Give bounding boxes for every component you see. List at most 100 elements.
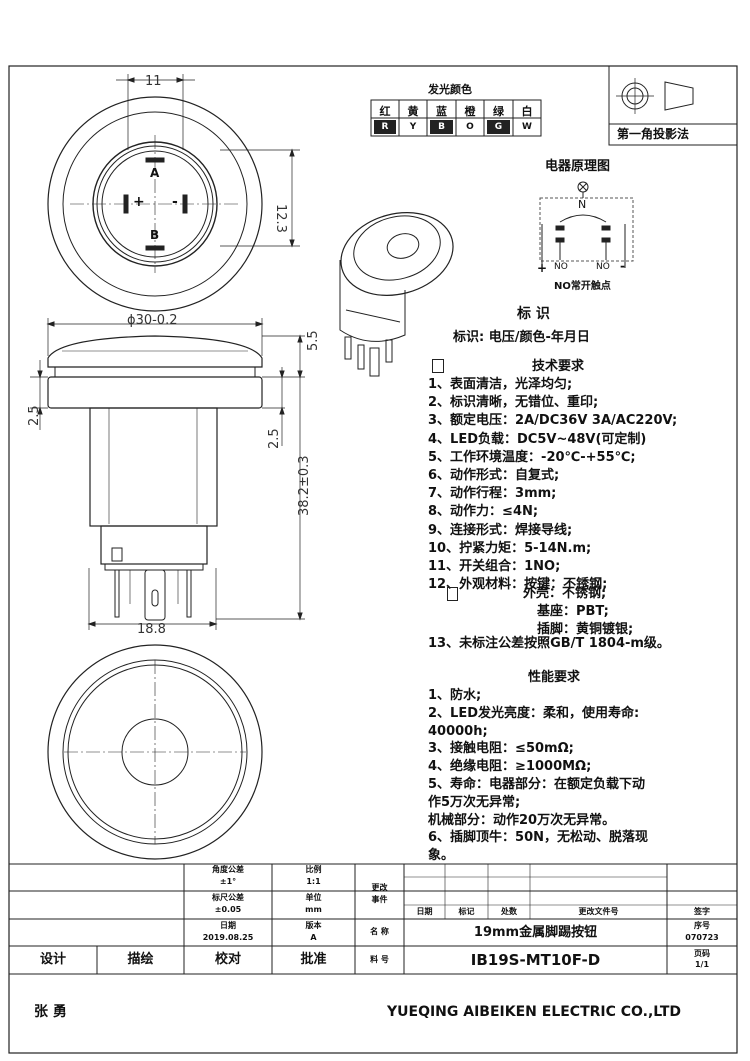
dim-2-5-left: 2.5 bbox=[27, 405, 42, 426]
tech-item: 3、额定电压：2A/DC36V 3A/AC220V; bbox=[428, 413, 678, 429]
schematic-no-right: NO bbox=[596, 262, 610, 272]
dim-18-8: 18.8 bbox=[137, 622, 166, 637]
bottom-view bbox=[47, 644, 263, 860]
scale-value: 1:1 bbox=[306, 877, 321, 886]
draw-label: 描绘 bbox=[127, 952, 154, 967]
size-tol-value: ±0.05 bbox=[214, 905, 242, 914]
dim-30: ϕ30-0.2 bbox=[127, 313, 178, 328]
color-code: B bbox=[430, 120, 453, 134]
perf-item: 3、接触电阻：≤50mΩ; bbox=[428, 741, 574, 757]
tech-item: 9、连接形式：焊接导线; bbox=[428, 522, 573, 538]
perf-item: 40000h; bbox=[428, 723, 488, 739]
schematic-caption: NO常开触点 bbox=[554, 281, 611, 292]
color-code: G bbox=[487, 120, 510, 134]
color-name: 白 bbox=[521, 105, 533, 118]
perf-item: 机械部分：动作20万次无异常。 bbox=[428, 812, 616, 828]
perf-item: 象。 bbox=[428, 848, 455, 864]
version-label: 版本 bbox=[305, 921, 322, 930]
date-value: 2019.08.25 bbox=[202, 933, 254, 942]
tech-heading: 技术要求 bbox=[532, 359, 585, 374]
unit-label: 单位 bbox=[305, 893, 322, 902]
serial-value: 070723 bbox=[685, 933, 719, 942]
title-block-grid bbox=[9, 863, 737, 1054]
date-label: 日期 bbox=[220, 921, 236, 930]
material-item: 插脚：黄铜镀银; bbox=[537, 622, 634, 637]
proof-label: 校对 bbox=[214, 952, 241, 967]
page-value: 1/1 bbox=[694, 960, 710, 969]
material-item: 外壳：不锈钢; bbox=[523, 586, 607, 601]
checkbox-icon bbox=[432, 359, 444, 373]
iso-view bbox=[339, 212, 454, 377]
perf-item: 4、绝缘电阻：≥1000MΩ; bbox=[428, 759, 592, 775]
color-table-grid bbox=[370, 99, 542, 137]
angle-tol-label: 角度公差 bbox=[212, 865, 244, 874]
color-code: R bbox=[374, 120, 396, 134]
perf-item: 6、插脚顶牛：50N，无松动、脱落现 bbox=[428, 830, 649, 846]
scale-label: 比例 bbox=[305, 865, 322, 874]
tech-item: 12、外观材料：按键：不锈钢; bbox=[428, 577, 608, 593]
name-label: 名 称 bbox=[370, 927, 389, 936]
color-code: Y bbox=[409, 122, 417, 132]
version-value: A bbox=[310, 933, 317, 942]
perf-item: 2、LED发光亮度：柔和，使用寿命: bbox=[428, 705, 640, 721]
dim-38-2: 38.2±0.3 bbox=[297, 455, 312, 516]
tech-item: 6、动作形式：自复式; bbox=[428, 468, 560, 483]
page-label: 页码 bbox=[694, 949, 710, 958]
revision-column-label: 处数 bbox=[501, 907, 517, 916]
unit-value: mm bbox=[305, 905, 322, 914]
part-number: IB19S-MT10F-D bbox=[470, 951, 601, 969]
dim-11: 11 bbox=[145, 74, 162, 89]
terminal-plus-label: + bbox=[133, 194, 145, 210]
change-label: 更改 事件 bbox=[371, 883, 388, 904]
company-name: YUEQING AIBEIKEN ELECTRIC CO.,LTD bbox=[387, 1004, 682, 1020]
revision-column-label: 更改文件号 bbox=[578, 907, 619, 916]
tech-item: 1、表面清洁，光泽均匀; bbox=[428, 377, 573, 392]
perf-heading: 性能要求 bbox=[528, 670, 581, 685]
tech-item: 4、LED负载：DC5V~48V(可定制) bbox=[428, 431, 647, 447]
marking-heading: 标 识 bbox=[517, 306, 550, 322]
projection-label: 第一角投影法 bbox=[617, 127, 690, 141]
revision-column-label: 日期 bbox=[416, 907, 433, 916]
size-tol-label: 标尺公差 bbox=[212, 893, 244, 902]
perf-item: 1、防水; bbox=[428, 688, 482, 703]
schematic-n-label: N bbox=[578, 198, 587, 211]
approve-label: 批准 bbox=[300, 952, 327, 967]
color-name: 红 bbox=[379, 105, 391, 118]
color-table-title: 发光颜色 bbox=[428, 83, 472, 96]
circuit-schematic bbox=[539, 181, 634, 268]
revision-column-label: 标记 bbox=[458, 907, 475, 916]
color-code: W bbox=[522, 122, 532, 132]
schematic-plus: + bbox=[537, 261, 548, 275]
tech-item-13: 13、未标注公差按照GB/T 1804-m级。 bbox=[428, 636, 670, 651]
designer-name: 张 勇 bbox=[34, 1004, 67, 1020]
top-view bbox=[47, 74, 300, 312]
tech-item: 8、动作力：≤4N; bbox=[428, 504, 539, 520]
tech-item: 7、动作行程：3mm; bbox=[428, 486, 557, 502]
marking-text: 标识: 电压/颜色-年月日 bbox=[453, 330, 590, 345]
projection-box bbox=[608, 65, 738, 146]
color-code: O bbox=[466, 122, 474, 132]
angle-tol-value: ±1° bbox=[219, 877, 237, 886]
color-name: 蓝 bbox=[436, 105, 447, 118]
tech-item: 11、开关组合：1NO; bbox=[428, 559, 561, 574]
material-item: 基座：PBT; bbox=[537, 604, 609, 619]
design-label: 设计 bbox=[39, 952, 66, 967]
dim-5-5: 5.5 bbox=[306, 330, 321, 351]
revision-column-label: 签字 bbox=[694, 907, 710, 916]
terminal-b-label: B bbox=[150, 228, 160, 242]
color-name: 绿 bbox=[493, 105, 504, 118]
projection-symbol-icon bbox=[616, 78, 694, 114]
part-label: 料 号 bbox=[370, 955, 389, 964]
terminal-a-label: A bbox=[150, 166, 160, 180]
color-name: 黄 bbox=[407, 105, 419, 118]
checkbox-icon bbox=[447, 587, 458, 601]
terminal-minus-label: - bbox=[172, 194, 178, 210]
tech-item: 10、拧紧力矩：5-14N.m; bbox=[428, 540, 592, 556]
perf-item: 5、寿命：电器部分：在额定负载下动 bbox=[428, 777, 646, 792]
color-name: 橙 bbox=[464, 105, 476, 118]
serial-label: 序号 bbox=[694, 921, 710, 930]
tech-item: 5、工作环境温度：-20℃-+55℃; bbox=[428, 449, 636, 465]
schematic-minus: - bbox=[620, 259, 625, 273]
